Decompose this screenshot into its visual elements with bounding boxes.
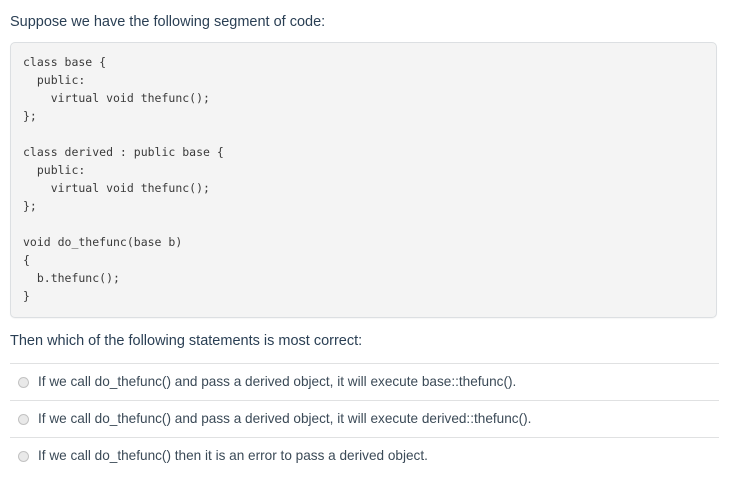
answer-option-label: If we call do_thefunc() and pass a deriv… [38,411,532,426]
answers-top-divider [10,363,719,364]
quiz-question-container: Suppose we have the following segment of… [0,14,729,474]
code-line: class derived : public base { [23,145,224,159]
answer-option-c[interactable]: If we call do_thefunc() then it is an er… [10,437,719,474]
answer-options-list: If we call do_thefunc() and pass a deriv… [0,364,729,474]
code-line: b.thefunc(); [23,271,120,285]
code-line: public: [23,73,86,87]
radio-button-icon[interactable] [18,376,29,388]
code-line: class base { [23,55,107,69]
answer-option-label: If we call do_thefunc() and pass a deriv… [38,374,517,389]
radio-button-icon[interactable] [18,450,29,462]
code-line: public: [23,163,86,177]
question-intro-text: Suppose we have the following segment of… [10,14,326,30]
code-line: void do_thefunc(base b) [23,235,183,249]
code-line: }; [23,199,37,213]
code-line: virtual void thefunc(); [23,91,210,105]
question-followup-text: Then which of the following statements i… [10,333,363,349]
code-line: virtual void thefunc(); [23,181,210,195]
code-line: }; [23,109,37,123]
code-snippet-text: class base { public: virtual void thefun… [11,53,716,305]
code-line: } [23,289,30,303]
code-snippet-block: class base { public: virtual void thefun… [10,42,717,318]
answer-option-a[interactable]: If we call do_thefunc() and pass a deriv… [10,364,719,400]
radio-button-icon[interactable] [18,413,29,425]
code-line: { [23,253,30,267]
answer-option-label: If we call do_thefunc() then it is an er… [38,448,428,463]
answer-option-b[interactable]: If we call do_thefunc() and pass a deriv… [10,400,719,437]
